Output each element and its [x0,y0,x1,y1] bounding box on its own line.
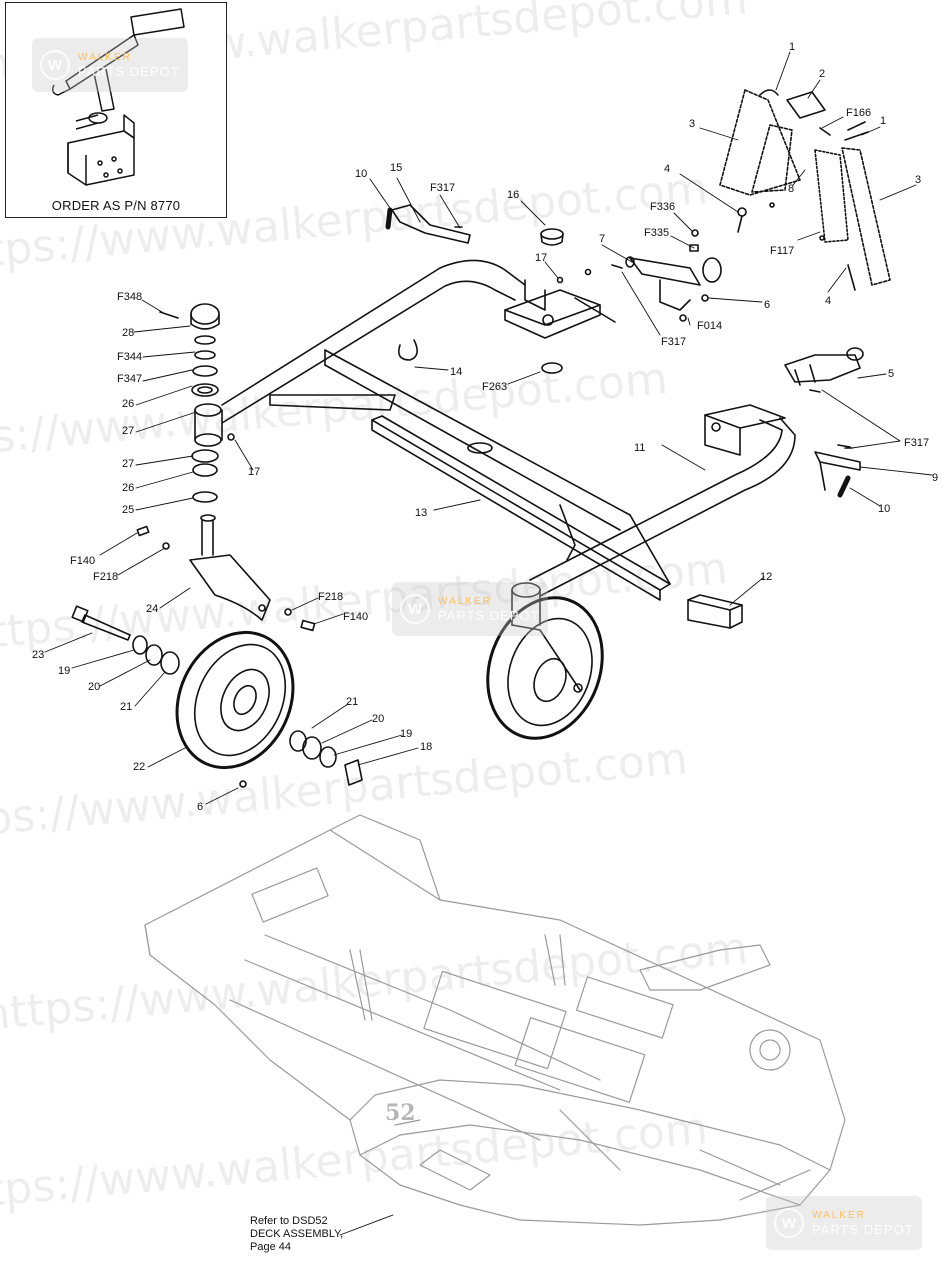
part-14-clip [397,339,418,361]
callout-20: 20 [372,713,384,725]
callout-27: 27 [122,458,134,470]
callout-f317: F317 [430,182,455,194]
callout-19: 19 [58,665,70,677]
callout-f317: F317 [661,336,686,348]
callout-f263: F263 [482,381,507,393]
callout-8: 8 [788,183,794,195]
callout-22: 22 [133,761,145,773]
reference-line-2: DECK ASSEMBLY, [250,1228,344,1240]
deck-reference-note: Refer to DSD52 DECK ASSEMBLY, Page 44 [250,1215,343,1254]
callout-f218: F218 [318,591,343,603]
callout-21: 21 [346,696,358,708]
callout-f317: F317 [904,437,929,449]
callout-25: 25 [122,504,134,516]
callout-f336: F336 [650,201,675,213]
callout-1: 1 [880,115,886,127]
callout-9: 9 [932,472,938,484]
callout-1: 1 [789,41,795,53]
callout-11: 11 [634,442,645,454]
callout-f347: F347 [117,373,142,385]
callout-4: 4 [825,295,831,307]
inset-bracket-drawing [51,8,185,186]
callout-13: 13 [415,507,427,519]
inset-detail-box: ORDER AS P/N 8770 [5,2,227,218]
deck-size-badge: 52 [385,1100,416,1126]
part-F263-ring [541,362,563,374]
left-caster-stack [71,303,363,788]
callout-5: 5 [888,368,894,380]
callout-17: 17 [535,252,547,264]
callout-f117: F117 [770,245,794,257]
callout-f140: F140 [70,555,95,567]
callout-21: 21 [120,701,132,713]
callout-16: 16 [507,189,519,201]
callout-f344: F344 [117,351,142,363]
callout-f218: F218 [93,571,118,583]
callout-6: 6 [764,299,770,311]
handle-9 [814,447,861,498]
callout-12: 12 [760,571,772,583]
callout-28: 28 [122,327,134,339]
callout-7: 7 [599,233,605,245]
callout-2: 2 [819,68,825,80]
callout-20: 20 [88,681,100,693]
part-16-cap [540,228,564,240]
callout-6: 6 [197,801,203,813]
callout-f014: F014 [697,320,722,332]
callout-26: 26 [122,482,134,494]
right-latch [784,347,864,393]
spring-assembly [719,89,891,291]
callout-15: 15 [390,162,402,174]
callout-23: 23 [32,649,44,661]
part-12-block [687,594,743,629]
callout-10: 10 [355,168,367,180]
inset-caption: ORDER AS P/N 8770 [51,198,181,213]
callout-17: 17 [248,466,260,478]
reference-line-3: Page 44 [250,1241,291,1253]
callout-3: 3 [915,174,921,186]
callout-26: 26 [122,398,134,410]
callout-14: 14 [450,366,462,378]
callout-f335: F335 [644,227,669,239]
callout-f166: F166 [846,107,871,119]
callout-f348: F348 [117,291,142,303]
callout-19: 19 [400,728,412,740]
callout-10: 10 [878,503,890,515]
callout-4: 4 [664,163,670,175]
mower-deck: 52 [144,814,846,1226]
frame-weldment [194,259,796,626]
callout-24: 24 [146,603,158,615]
latch-assembly [625,229,722,322]
callout-f140: F140 [343,611,368,623]
callout-27: 27 [122,425,134,437]
right-caster-wheel [486,596,604,740]
callout-18: 18 [420,741,432,753]
callout-3: 3 [689,118,695,130]
reference-line-1: Refer to DSD52 [250,1215,328,1227]
